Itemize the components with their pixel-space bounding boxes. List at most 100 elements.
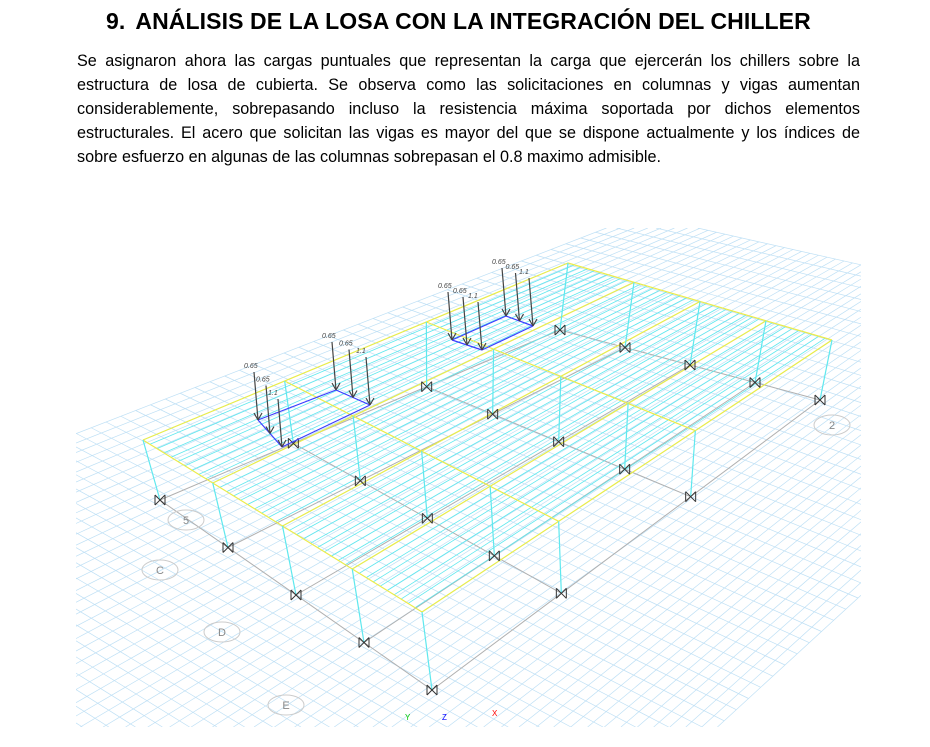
support-icon <box>685 491 697 503</box>
load-arrow-head <box>265 426 271 434</box>
ground-grid-line <box>417 300 861 460</box>
ground-grid-line <box>76 230 709 514</box>
ground-grid-line <box>76 446 604 727</box>
grid-label: D <box>218 627 226 639</box>
load-arrow <box>462 296 468 346</box>
load-arrow-head <box>451 332 457 341</box>
ground-grid-line <box>410 395 861 727</box>
slab-mesh-line <box>414 337 826 609</box>
ground-grid-line <box>570 487 861 727</box>
ground-grid-line <box>565 243 861 325</box>
ground-grid-line <box>465 424 861 727</box>
ground-grid-line <box>447 414 861 727</box>
ground-grid-line <box>76 517 448 727</box>
load-arrow-head <box>369 397 375 406</box>
column <box>284 380 294 444</box>
support-icon <box>554 324 566 336</box>
ground-grid-line <box>294 341 861 727</box>
grid-label: E <box>282 700 289 712</box>
support-icon <box>684 359 696 371</box>
load-arrow-head <box>466 337 472 346</box>
ground-grid-line <box>550 249 861 337</box>
load-arrow <box>265 385 271 434</box>
ground-grid-line <box>553 476 861 727</box>
grid-bubble <box>141 559 179 581</box>
ground-grid-line <box>655 228 861 277</box>
load-value-left: 1.1 <box>268 390 278 397</box>
load-arrow-head <box>528 318 534 327</box>
ground-grid-line <box>76 254 819 664</box>
ground-grid-line <box>483 434 861 727</box>
ground-grid-line <box>274 333 861 727</box>
column <box>351 568 365 643</box>
load-value-right: 0.65 <box>438 283 452 290</box>
ground-grid-line <box>587 498 861 727</box>
ground-grid-line <box>402 306 861 475</box>
roof-beam <box>212 281 635 484</box>
body-paragraph: Se asignaron ahora las cargas puntuales … <box>77 52 860 166</box>
grid-bubble <box>813 414 851 436</box>
structural-model-view: 5CDE20.650.651.11.10.650.650.650.651.11.… <box>76 228 861 727</box>
roof-beam <box>142 262 569 441</box>
column <box>819 339 833 401</box>
support-icon <box>154 494 166 506</box>
slab-mesh-line <box>170 270 595 458</box>
load-arrow-head <box>518 313 525 322</box>
slab-mesh-line <box>191 276 615 471</box>
ground-grid-line <box>580 237 861 312</box>
ground-grid-line <box>76 228 700 503</box>
column <box>489 486 495 556</box>
ground-grid-line <box>76 228 688 493</box>
load-arrow-head <box>514 313 521 322</box>
axis-label: X <box>492 709 498 718</box>
load-arrow-head <box>281 439 287 448</box>
slab-mesh-line <box>379 328 793 587</box>
load-arrow <box>348 349 354 398</box>
ground-grid-line <box>76 228 662 473</box>
ground-grid-line <box>717 594 861 727</box>
ground-grid-line <box>476 277 861 403</box>
ground-grid-line <box>501 444 861 727</box>
slab-mesh-line <box>331 314 747 557</box>
load-arrow-head <box>331 382 337 391</box>
ground-grid-line <box>685 569 861 727</box>
column <box>142 439 161 501</box>
ground-beam <box>295 364 691 596</box>
slab-mesh-line <box>240 289 661 501</box>
ground-grid-line <box>76 251 802 639</box>
section-heading: 9. ANÁLISIS DE LA LOSA CON LA INTEGRACIÓN… <box>106 8 811 35</box>
ground-grid-line <box>76 262 853 717</box>
ground-grid-line <box>76 593 302 727</box>
column <box>492 349 495 415</box>
ground-grid-line <box>76 689 136 727</box>
support-icon <box>553 436 565 448</box>
chiller-outline <box>281 404 371 448</box>
load-arrow-head <box>365 397 371 406</box>
ground-grid-line <box>653 545 861 727</box>
load-arrow-head <box>481 342 487 351</box>
slab-mesh-line <box>386 330 800 591</box>
load-arrow-head <box>269 426 275 434</box>
slab-mesh-line <box>324 312 740 553</box>
load-value-right: 0.65 <box>506 264 520 271</box>
slab-mesh-line <box>184 274 608 467</box>
ground-grid-line <box>76 624 245 727</box>
ground-grid-line <box>76 577 330 727</box>
grid-bubble <box>267 694 305 716</box>
ground-grid-line <box>76 260 845 703</box>
chiller-outline <box>481 325 534 351</box>
ground-grid-line <box>428 404 861 727</box>
section-number: 9. <box>106 8 126 34</box>
load-arrow-head <box>532 318 538 327</box>
support-icon <box>358 637 370 648</box>
grid-label: C <box>156 565 164 577</box>
slab-mesh-line <box>393 331 806 596</box>
support-icon <box>555 587 567 599</box>
section-title: ANÁLISIS DE LA LOSA CON LA INTEGRACIÓN D… <box>135 8 811 34</box>
slab-mesh-line <box>205 279 628 480</box>
support-icon <box>421 512 433 524</box>
grid-bubble <box>203 621 241 643</box>
ground-grid-line <box>447 289 861 431</box>
axis-label: Z <box>442 713 447 722</box>
